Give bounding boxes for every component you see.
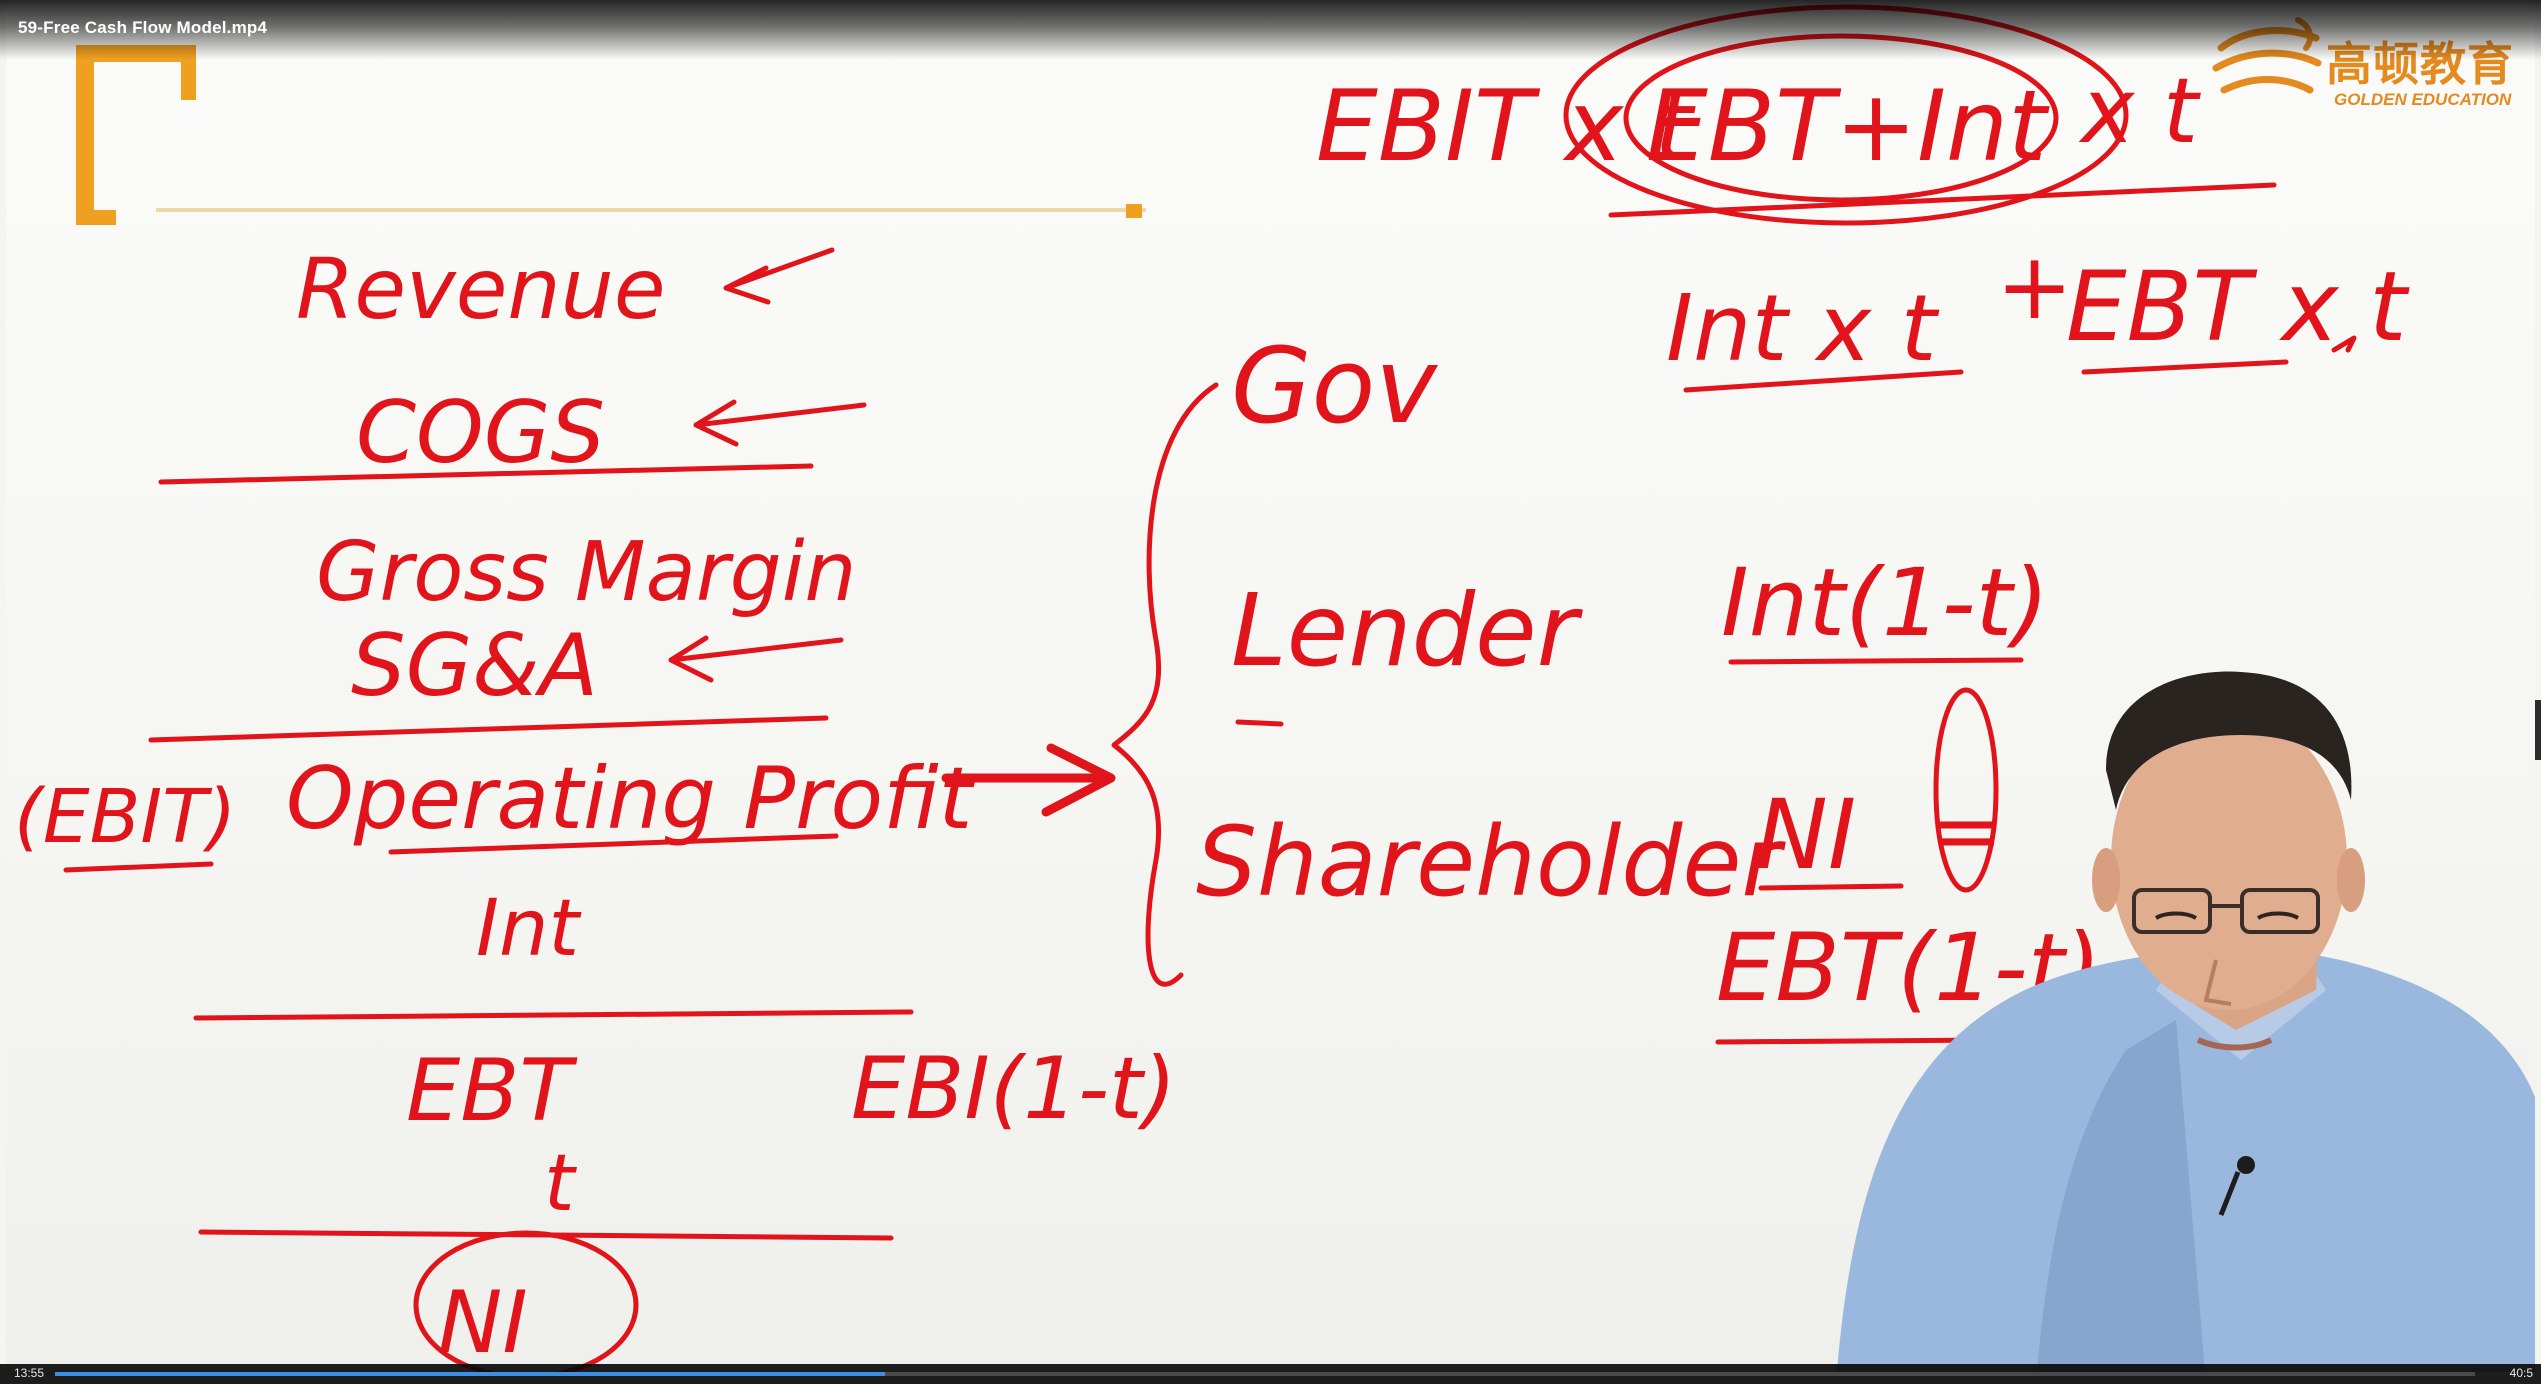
ebit-underline	[63, 861, 214, 873]
cogs-label: COGS	[356, 383, 605, 483]
video-title: 59-Free Cash Flow Model.mp4	[18, 18, 268, 37]
formula-int-one-minus-t: Int(1-t)	[1721, 549, 2049, 658]
operating-profit-label: Operating Profit	[286, 749, 976, 849]
sidebar-toggle-handle[interactable]	[2535, 700, 2541, 760]
formula-ebt-plus-int: EBT+Int	[1646, 70, 2050, 184]
interest-label: Int	[476, 884, 581, 974]
lender-formula-underline	[1728, 657, 2024, 665]
ni-underline	[1758, 883, 1904, 891]
lender-dash	[1235, 719, 1284, 727]
instructor-video-overlay	[1836, 671, 2535, 1372]
sga-label: SG&A	[351, 616, 598, 716]
gross-margin-label: Gross Margin	[316, 525, 856, 620]
video-frame[interactable]: Revenue COGS Gross Margin SG&A (EBIT) Op…	[6, 0, 2535, 1372]
formula-times-t-right: x t	[2078, 59, 2202, 164]
revenue-label: Revenue	[296, 240, 666, 338]
title-bar: 59-Free Cash Flow Model.mp4	[0, 0, 2541, 60]
formula-ebt-times-t: EBT x t	[2066, 251, 2410, 363]
tax-label: t	[544, 1139, 577, 1229]
whiteboard: Revenue COGS Gross Margin SG&A (EBIT) Op…	[14, 4, 2535, 1372]
progress-fill	[55, 1372, 886, 1376]
revenue-arrow	[723, 247, 835, 305]
tax-formulas: EBIT x t EBT+Int x t Int x t + EBT x t I…	[1316, 4, 2410, 1045]
formula-plus: +	[1996, 233, 2073, 340]
current-time: 13:55	[14, 1366, 45, 1380]
formula-ebit-times-t: EBIT x t	[1316, 70, 1696, 184]
equals-circle	[1933, 687, 1999, 893]
formula-int-times-t: Int x t	[1666, 275, 1939, 382]
subscript-two-mark	[2331, 335, 2357, 353]
stakeholder-group: Gov Lender Shareholder	[1111, 325, 1786, 987]
income-statement: Revenue COGS Gross Margin SG&A (EBIT) Op…	[14, 240, 1176, 1372]
cogs-arrow	[693, 399, 867, 447]
curly-brace	[1111, 382, 1219, 987]
logo-english-text: GOLDEN EDUCATION	[2334, 90, 2512, 109]
net-income-label: NI	[438, 1273, 528, 1372]
ebit-prefix-label: (EBIT)	[14, 774, 236, 860]
cogs-underline	[158, 463, 814, 485]
ebi-formula-label: EBI(1-t)	[851, 1039, 1176, 1139]
ebt-times-t-underline	[2081, 359, 2289, 375]
int-times-t-underline	[1683, 369, 1964, 393]
shareholder-label: Shareholder	[1196, 806, 1786, 918]
ebt-label: EBT	[406, 1041, 578, 1141]
interest-underline	[193, 1009, 914, 1021]
sga-underline	[148, 715, 829, 743]
top-formula-underline	[1608, 182, 2277, 218]
lender-label: Lender	[1231, 572, 1584, 689]
operating-profit-underline	[388, 833, 839, 855]
formula-ni: NI	[1756, 779, 1856, 891]
net-income-circle	[413, 1230, 639, 1372]
playback-control-bar: 13:55 40:5	[0, 1364, 2541, 1384]
corner-bracket-decoration	[76, 45, 1146, 225]
total-time: 40:5	[2509, 1366, 2533, 1380]
sga-arrow	[668, 635, 844, 683]
progress-bar[interactable]	[55, 1372, 2475, 1376]
operating-profit-arrow-head	[1041, 743, 1116, 817]
gov-label: Gov	[1231, 325, 1438, 447]
shareholder-formula-underline	[1715, 1037, 1999, 1045]
